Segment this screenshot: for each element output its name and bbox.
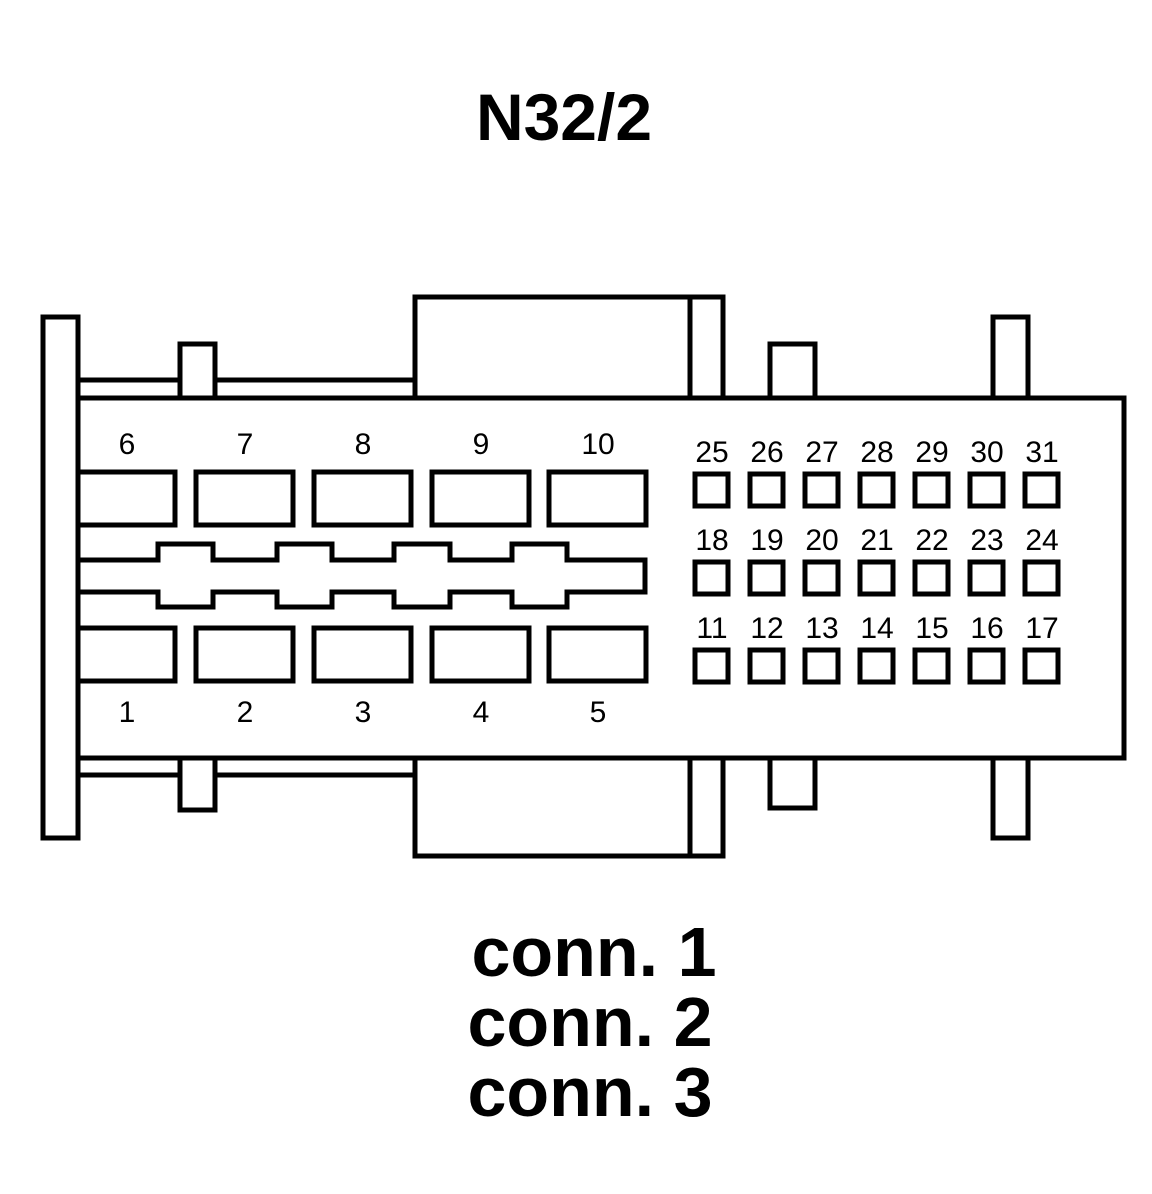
- connector-housing: [40, 294, 1127, 859]
- pin-30: [967, 471, 1006, 509]
- pin-2: [193, 625, 296, 684]
- pin-23: [967, 559, 1006, 597]
- pin-label: 13: [805, 612, 838, 645]
- pin-17: [1022, 647, 1061, 685]
- small-pins-row-2: 18 19 20 21 22 23 24: [692, 524, 1061, 597]
- pin-16: [967, 647, 1006, 685]
- pin-label: 11: [696, 612, 727, 645]
- pin-14: [857, 647, 896, 685]
- pin-4: [429, 625, 532, 684]
- pin-label: 29: [915, 436, 948, 469]
- pin-18: [692, 559, 731, 597]
- pin-label: 27: [805, 436, 838, 469]
- pin-9: [429, 469, 532, 528]
- pin-label: 1: [119, 696, 136, 729]
- pin-label: 16: [970, 612, 1003, 645]
- pin-label: 12: [750, 612, 783, 645]
- connector-label-2: conn. 2: [467, 983, 712, 1061]
- large-pins-bottom: 1 2 3 4 5: [75, 625, 649, 729]
- connector-title: N32/2: [476, 80, 652, 154]
- pin-label: 2: [237, 696, 254, 729]
- pin-19: [747, 559, 786, 597]
- large-pins-top: 6 7 8 9 10: [75, 428, 649, 528]
- pin-3: [311, 625, 414, 684]
- pin-20: [802, 559, 841, 597]
- pin-label: 6: [119, 428, 136, 461]
- connector-label-3: conn. 3: [467, 1053, 712, 1131]
- pin-21: [857, 559, 896, 597]
- pin-6: [75, 469, 178, 528]
- pin-label: 28: [860, 436, 893, 469]
- pin-25: [692, 471, 731, 509]
- pin-10: [546, 469, 649, 528]
- pin-label: 3: [355, 696, 372, 729]
- pin-22: [912, 559, 951, 597]
- pin-1: [75, 625, 178, 684]
- pin-24: [1022, 559, 1061, 597]
- pin-label: 26: [750, 436, 783, 469]
- pin-label: 7: [237, 428, 254, 461]
- small-pins-row-3: 11 12 13 14 15 16 17: [692, 612, 1061, 685]
- pin-label: 17: [1025, 612, 1058, 645]
- pin-label: 18: [695, 524, 728, 557]
- pin-label: 24: [1025, 524, 1058, 557]
- pin-13: [802, 647, 841, 685]
- pin-31: [1022, 471, 1061, 509]
- pin-26: [747, 471, 786, 509]
- pin-28: [857, 471, 896, 509]
- pin-label: 20: [805, 524, 838, 557]
- pin-label: 25: [695, 436, 728, 469]
- pin-label: 10: [581, 428, 614, 461]
- pin-label: 22: [915, 524, 948, 557]
- pin-label: 14: [860, 612, 893, 645]
- pin-5: [546, 625, 649, 684]
- pin-27: [802, 471, 841, 509]
- pin-8: [311, 469, 414, 528]
- pin-7: [193, 469, 296, 528]
- pin-label: 19: [750, 524, 783, 557]
- pin-label: 23: [970, 524, 1003, 557]
- pin-12: [747, 647, 786, 685]
- pin-label: 30: [970, 436, 1003, 469]
- pin-11: [692, 647, 731, 685]
- pin-label: 5: [590, 696, 607, 729]
- small-pins-row-1: 25 26 27 28 29 30 31: [692, 436, 1061, 509]
- pin-label: 21: [860, 524, 893, 557]
- pin-29: [912, 471, 951, 509]
- pin-label: 9: [473, 428, 490, 461]
- pin-15: [912, 647, 951, 685]
- connector-label-1: conn. 1: [471, 913, 716, 991]
- connector-labels: conn. 1 conn. 2 conn. 3: [467, 913, 716, 1131]
- pin-label: 8: [355, 428, 372, 461]
- pin-label: 15: [915, 612, 948, 645]
- pin-label: 31: [1025, 436, 1058, 469]
- pin-label: 4: [473, 696, 490, 729]
